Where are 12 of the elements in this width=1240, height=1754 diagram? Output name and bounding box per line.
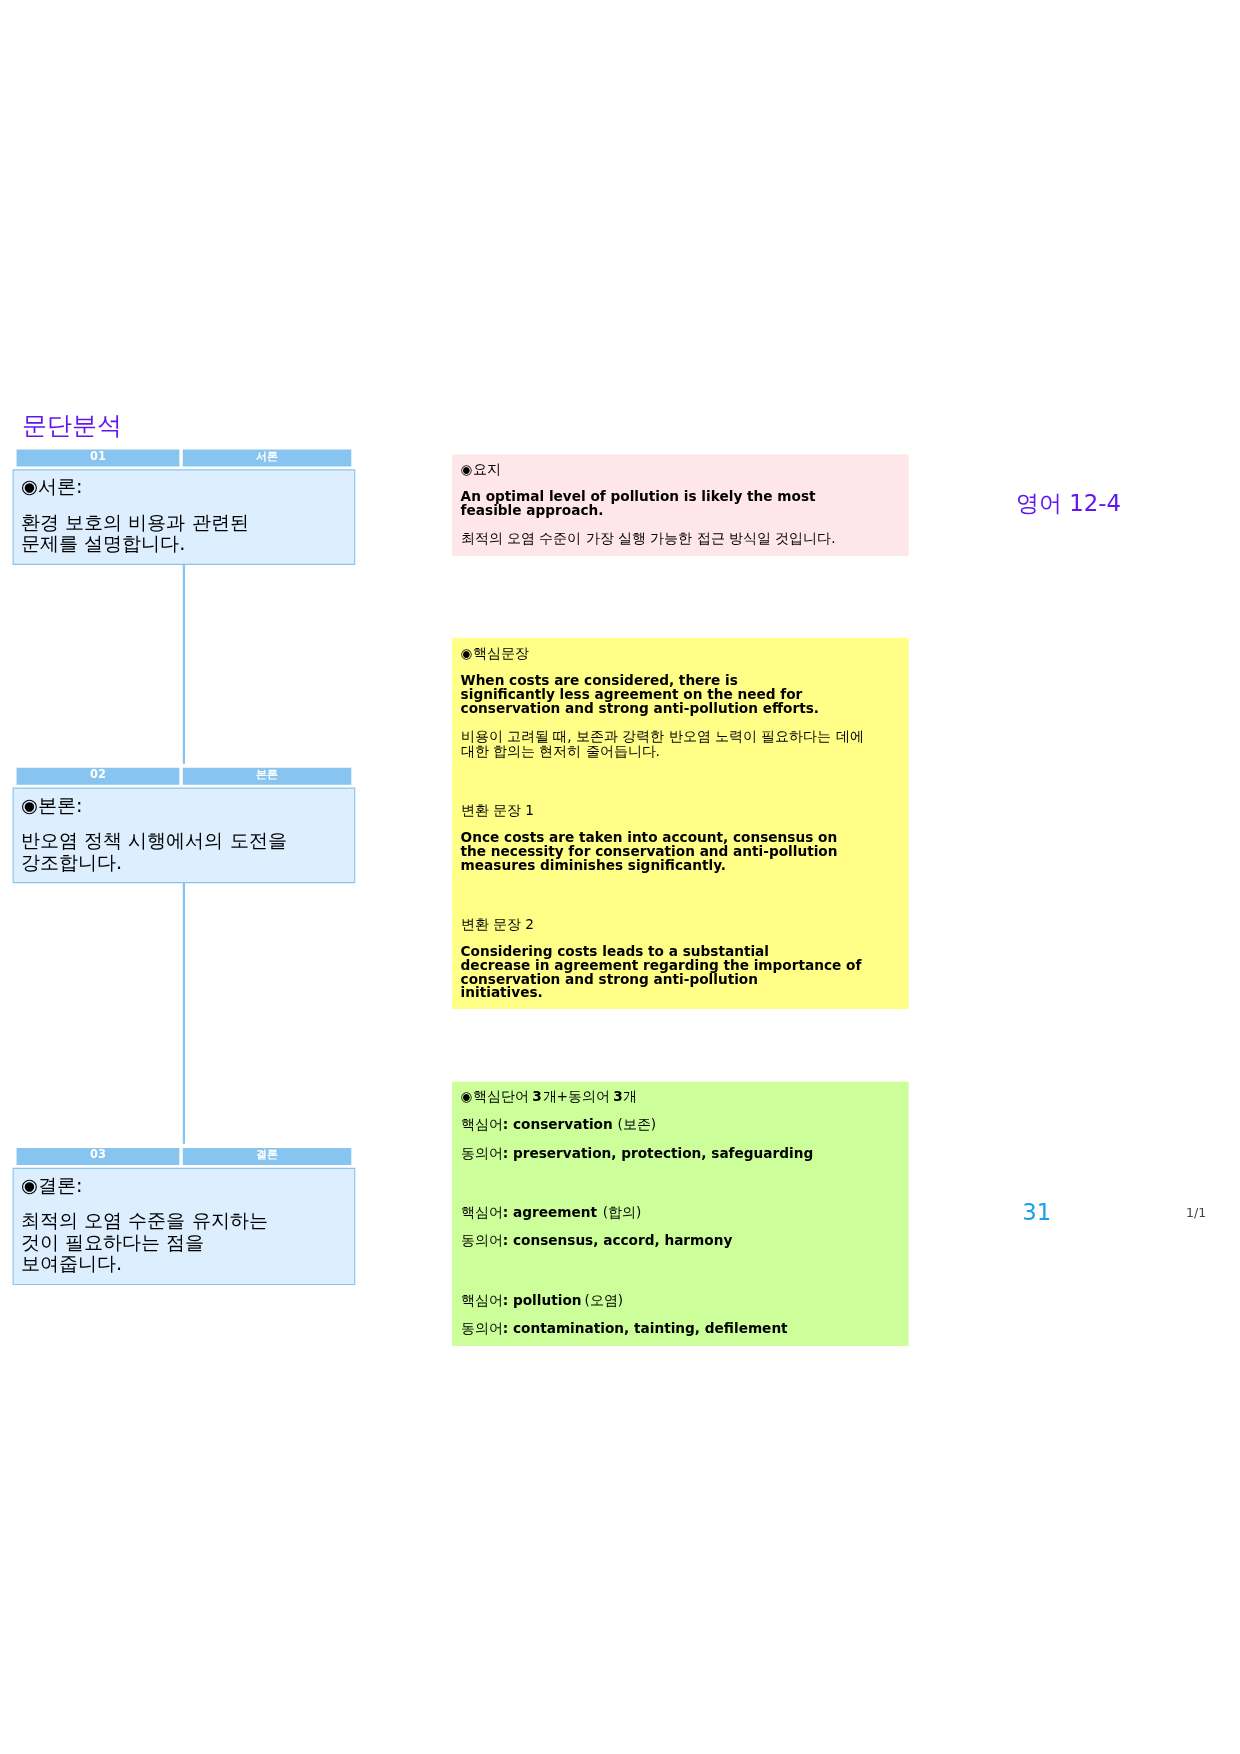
node-label: 결론: [255, 1146, 278, 1161]
label: 영어 12-4: [1016, 489, 1122, 516]
node-label: 01: [90, 448, 106, 463]
node-label: 02: [90, 766, 106, 781]
node-label: 03: [90, 1146, 106, 1161]
node-label: 본론: [255, 766, 278, 781]
diagram-title: 문단분석: [22, 410, 123, 440]
connector: [182, 882, 186, 1144]
node-label: 서론: [255, 448, 278, 463]
connector: [182, 564, 186, 764]
label: 1/1: [1186, 1204, 1207, 1220]
label: 31: [1022, 1198, 1052, 1225]
